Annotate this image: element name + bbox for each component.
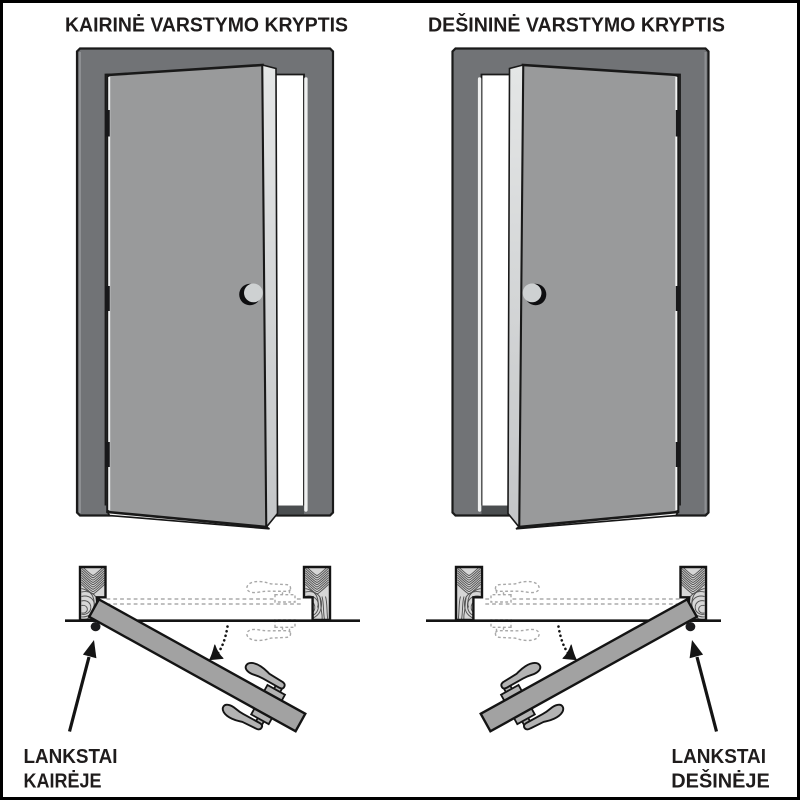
svg-text:KAIRĖJE: KAIRĖJE (24, 769, 102, 792)
svg-text:KAIRINĖ VARSTYMO KRYPTIS: KAIRINĖ VARSTYMO KRYPTIS (65, 14, 348, 37)
svg-text:LANKSTAI: LANKSTAI (672, 746, 767, 768)
svg-text:DEŠININĖ VARSTYMO KRYPTIS: DEŠININĖ VARSTYMO KRYPTIS (428, 13, 725, 37)
svg-text:DEŠINĖJE: DEŠINĖJE (671, 768, 770, 792)
svg-text:LANKSTAI: LANKSTAI (24, 746, 118, 768)
